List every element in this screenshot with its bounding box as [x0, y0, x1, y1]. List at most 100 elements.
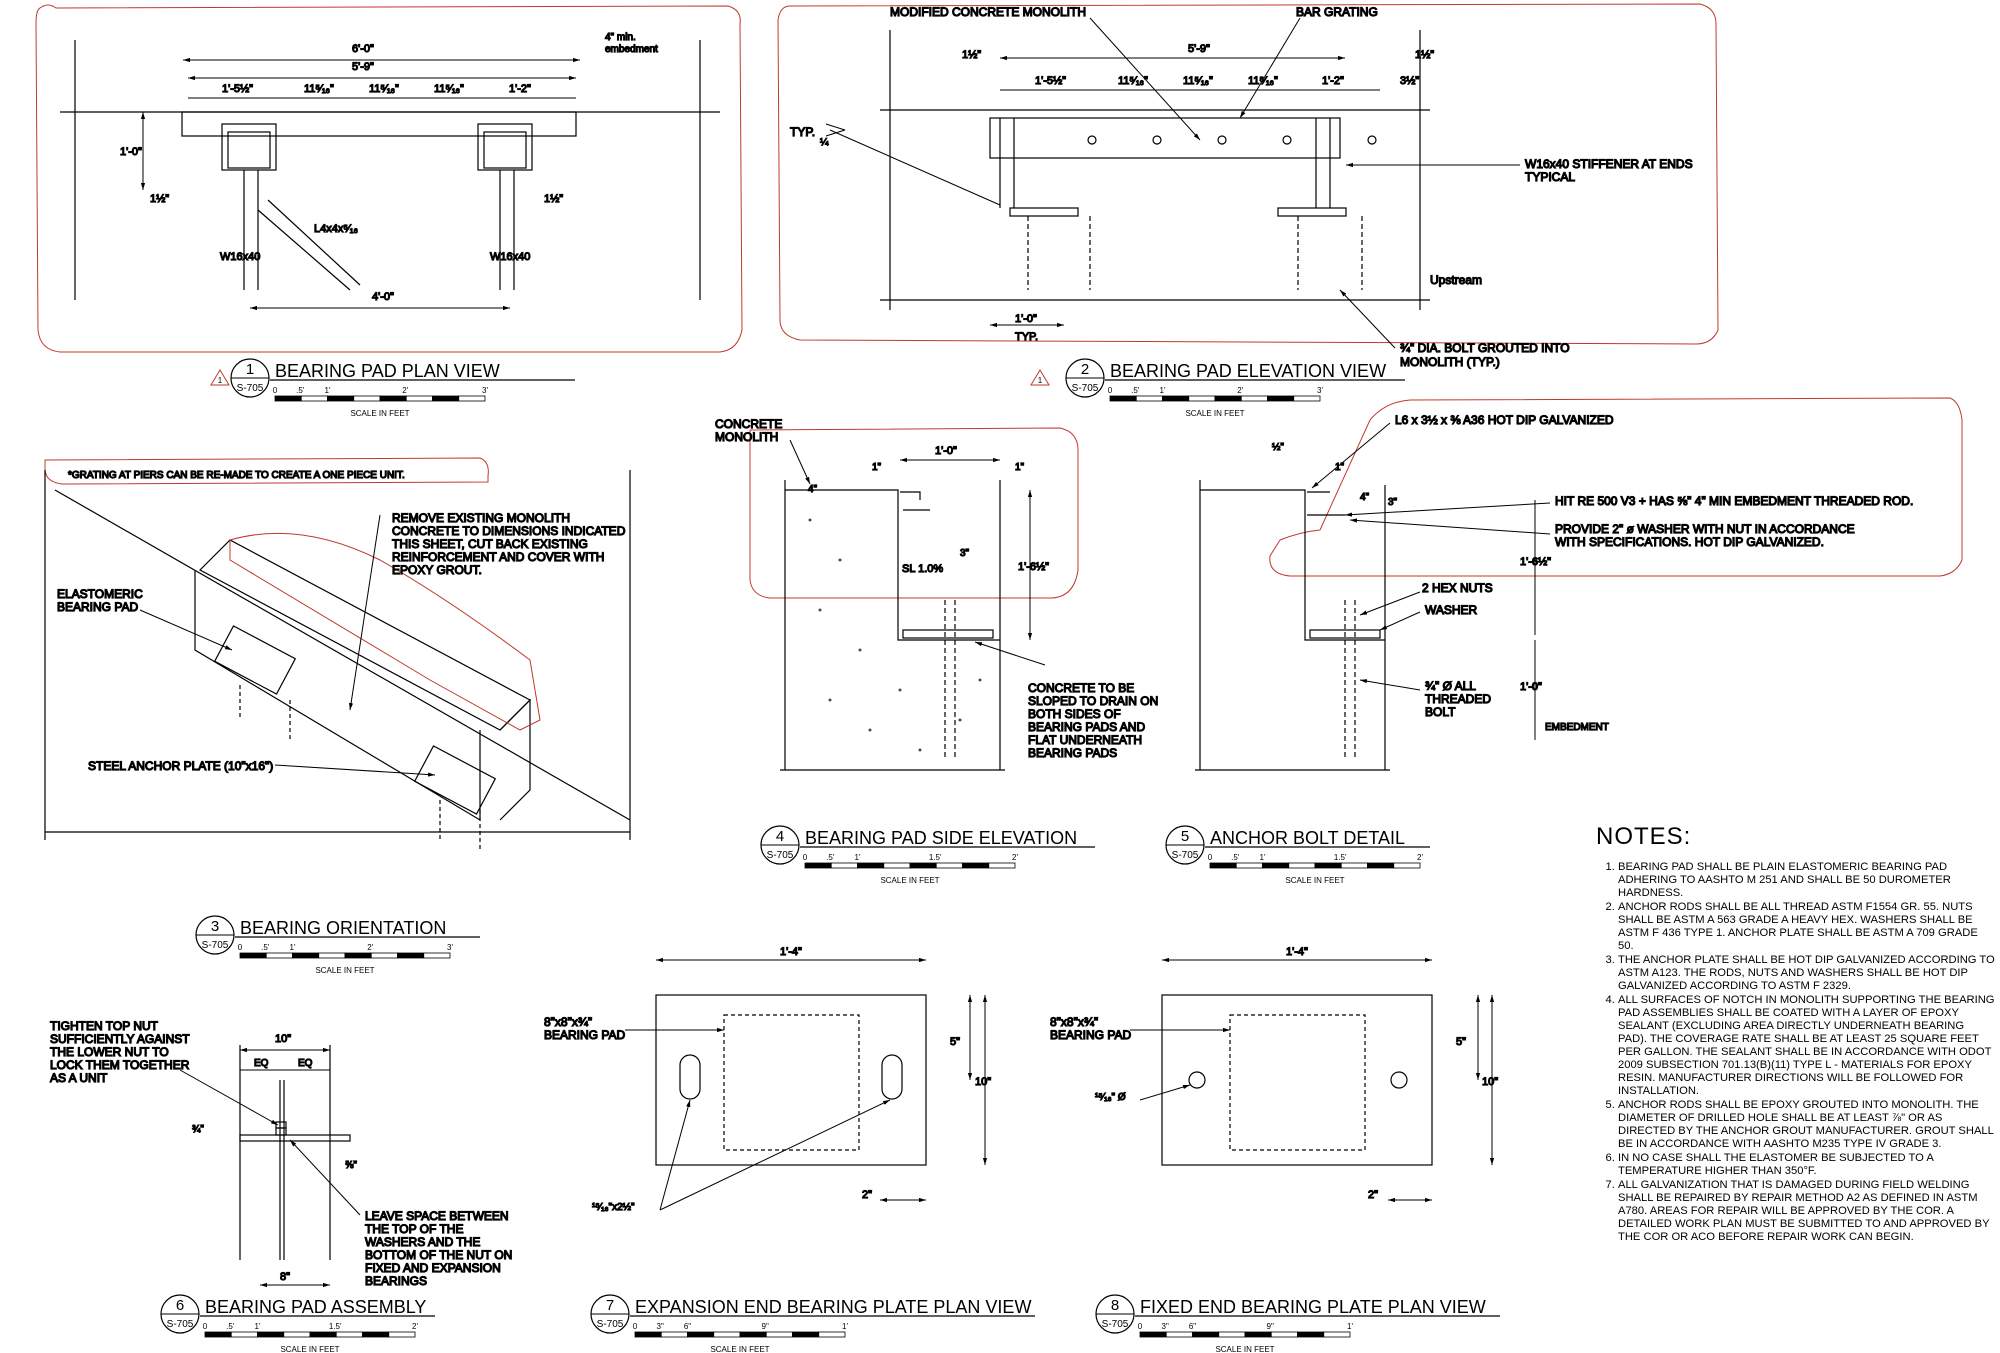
svg-text:SUFFICIENTLY AGAINST: SUFFICIENTLY AGAINST [50, 1032, 190, 1046]
scale-tick-label: .5' [226, 1322, 235, 1331]
svg-text:embedment: embedment [605, 44, 658, 55]
svg-text:CONCRETE TO BE: CONCRETE TO BE [1028, 681, 1134, 695]
svg-text:1½": 1½" [150, 193, 169, 205]
scale-bar-segment [327, 395, 355, 402]
scale-bar-segment [1270, 1331, 1298, 1338]
svg-text:L6 x 3½ x ⅜ A36 HOT DIP GALVAN: L6 x 3½ x ⅜ A36 HOT DIP GALVANIZED [1395, 413, 1614, 427]
scale-bar-segment [765, 1331, 793, 1338]
svg-text:1½": 1½" [1415, 49, 1434, 61]
view-title: EXPANSION END BEARING PLATE PLAN VIEW [635, 1297, 1031, 1317]
scale-bar-segment [1262, 862, 1290, 869]
scale-bar-segment [432, 395, 460, 402]
note-item: ALL GALVANIZATION THAT IS DAMAGED DURING… [1618, 1179, 1996, 1244]
svg-text:4" min.: 4" min. [605, 32, 636, 43]
view-number: 6 [176, 1297, 184, 1314]
scale-bar-segment [318, 952, 346, 959]
svg-text:5'-9": 5'-9" [1188, 43, 1210, 55]
notes-list: BEARING PAD SHALL BE PLAIN ELASTOMERIC B… [1596, 861, 1996, 1244]
svg-text:WITH SPECIFICATIONS. HOT DIP: WITH SPECIFICATIONS. HOT DIP GALVANIZED. [1555, 535, 1824, 549]
svg-text:2 HEX NUTS: 2 HEX NUTS [1422, 581, 1493, 595]
svg-text:1": 1" [1015, 462, 1025, 473]
scale-bar-segment [634, 1331, 662, 1338]
scale-bar-segment [1109, 395, 1137, 402]
svg-text:BOTH SIDES OF: BOTH SIDES OF [1028, 707, 1121, 721]
scale-bar-segment [857, 862, 885, 869]
svg-text:BEARING PAD: BEARING PAD [544, 1028, 625, 1042]
svg-text:ELASTOMERIC: ELASTOMERIC [57, 587, 143, 601]
note-item: BEARING PAD SHALL BE PLAIN ELASTOMERIC B… [1618, 861, 1996, 900]
svg-text:SL 1.0%: SL 1.0% [902, 563, 943, 575]
scale-caption: SCALE IN FEET [710, 1345, 769, 1353]
svg-text:11⁵⁄₁₆": 11⁵⁄₁₆" [1248, 75, 1278, 87]
svg-text:10": 10" [1482, 1076, 1498, 1088]
scale-bar-segment [1367, 862, 1395, 869]
svg-text:*GRATING AT PIERS CAN BE RE-MA: *GRATING AT PIERS CAN BE RE-MADE TO CREA… [68, 470, 405, 481]
scale-bar-segment [792, 1331, 820, 1338]
scale-bar-segment [344, 952, 372, 959]
svg-text:EQ: EQ [254, 1058, 269, 1069]
revision-triangle: 1 [1030, 369, 1050, 386]
scale-bar-segment [660, 1331, 688, 1338]
svg-text:1'-4": 1'-4" [780, 946, 802, 958]
scale-tick-label: 6" [1189, 1322, 1196, 1331]
svg-text:FLAT UNDERNEATH: FLAT UNDERNEATH [1028, 733, 1142, 747]
scale-bar-segment [830, 862, 858, 869]
scale-bar-segment [1393, 862, 1421, 869]
svg-text:1½": 1½" [544, 193, 563, 205]
scale-tick-label: 2' [402, 386, 408, 395]
scale-bar-segment [1139, 1331, 1167, 1338]
svg-text:WASHERS AND THE: WASHERS AND THE [365, 1235, 480, 1249]
svg-text:BOTTOM OF THE NUT ON: BOTTOM OF THE NUT ON [365, 1248, 512, 1262]
scale-bar-segment [335, 1331, 363, 1338]
scale-bar-segment [1240, 395, 1268, 402]
svg-text:11⁵⁄₁₆": 11⁵⁄₁₆" [1183, 75, 1213, 87]
view-title: BEARING ORIENTATION [240, 918, 446, 938]
svg-text:1'-0": 1'-0" [120, 146, 142, 158]
sheet-reference: S-705 [1172, 850, 1199, 861]
scale-tick-label: .5' [261, 943, 270, 952]
scale-tick-label: 2' [367, 943, 373, 952]
view-title: ANCHOR BOLT DETAIL [1210, 828, 1405, 848]
svg-text:EMBEDMENT: EMBEDMENT [1545, 722, 1609, 733]
note-item: IN NO CASE SHALL THE ELASTOMER BE SUBJEC… [1618, 1152, 1996, 1178]
svg-text:¹⁵⁄₁₆"x2½": ¹⁵⁄₁₆"x2½" [592, 1202, 635, 1213]
scale-bar-segment [962, 862, 990, 869]
svg-text:10": 10" [275, 1033, 291, 1045]
scale-bar-segment [230, 1331, 258, 1338]
svg-text:11⁵⁄₁₆": 11⁵⁄₁₆" [1118, 75, 1148, 87]
scale-bar-segment [1165, 1331, 1193, 1338]
revision-cloud [35, 4, 743, 353]
scale-bar-segment [1314, 862, 1342, 869]
scale-bar-segment [458, 395, 486, 402]
svg-text:3½": 3½" [1400, 75, 1419, 87]
scale-tick-label: 1' [255, 1322, 261, 1331]
svg-text:PROVIDE 2" ø WASHER WITH NUT I: PROVIDE 2" ø WASHER WITH NUT IN ACCORDAN… [1555, 522, 1855, 536]
view-number: 1 [246, 361, 254, 378]
scale-bar-segment [397, 952, 425, 959]
svg-text:¼: ¼ [820, 136, 829, 148]
scale-tick-label: 1' [855, 853, 861, 862]
svg-text:BEARING PADS: BEARING PADS [1028, 746, 1117, 760]
svg-text:10": 10" [975, 1076, 991, 1088]
scale-bar-segment [1297, 1331, 1325, 1338]
scale-tick-label: 3' [447, 943, 453, 952]
svg-text:8"x8"x¾": 8"x8"x¾" [544, 1015, 592, 1029]
scale-tick-label: 1' [325, 386, 331, 395]
revision-triangle: 1 [210, 369, 230, 386]
svg-text:1'-0": 1'-0" [935, 445, 957, 457]
scale-tick-label: 3' [1317, 386, 1323, 395]
view-title: BEARING PAD PLAN VIEW [275, 361, 500, 381]
revision-number: 1 [218, 376, 223, 385]
svg-text:1": 1" [872, 462, 882, 473]
note-item: ANCHOR RODS SHALL BE EPOXY GROUTED INTO … [1618, 1099, 1996, 1151]
svg-text:CONCRETE: CONCRETE [715, 417, 782, 431]
view-number: 5 [1181, 828, 1189, 845]
svg-text:FIXED AND EXPANSION: FIXED AND EXPANSION [365, 1261, 501, 1275]
pad-outline [1229, 1014, 1366, 1151]
svg-text:1'-5½": 1'-5½" [222, 83, 253, 95]
scale-bar-segment [1209, 862, 1237, 869]
grating-panel [181, 111, 577, 137]
